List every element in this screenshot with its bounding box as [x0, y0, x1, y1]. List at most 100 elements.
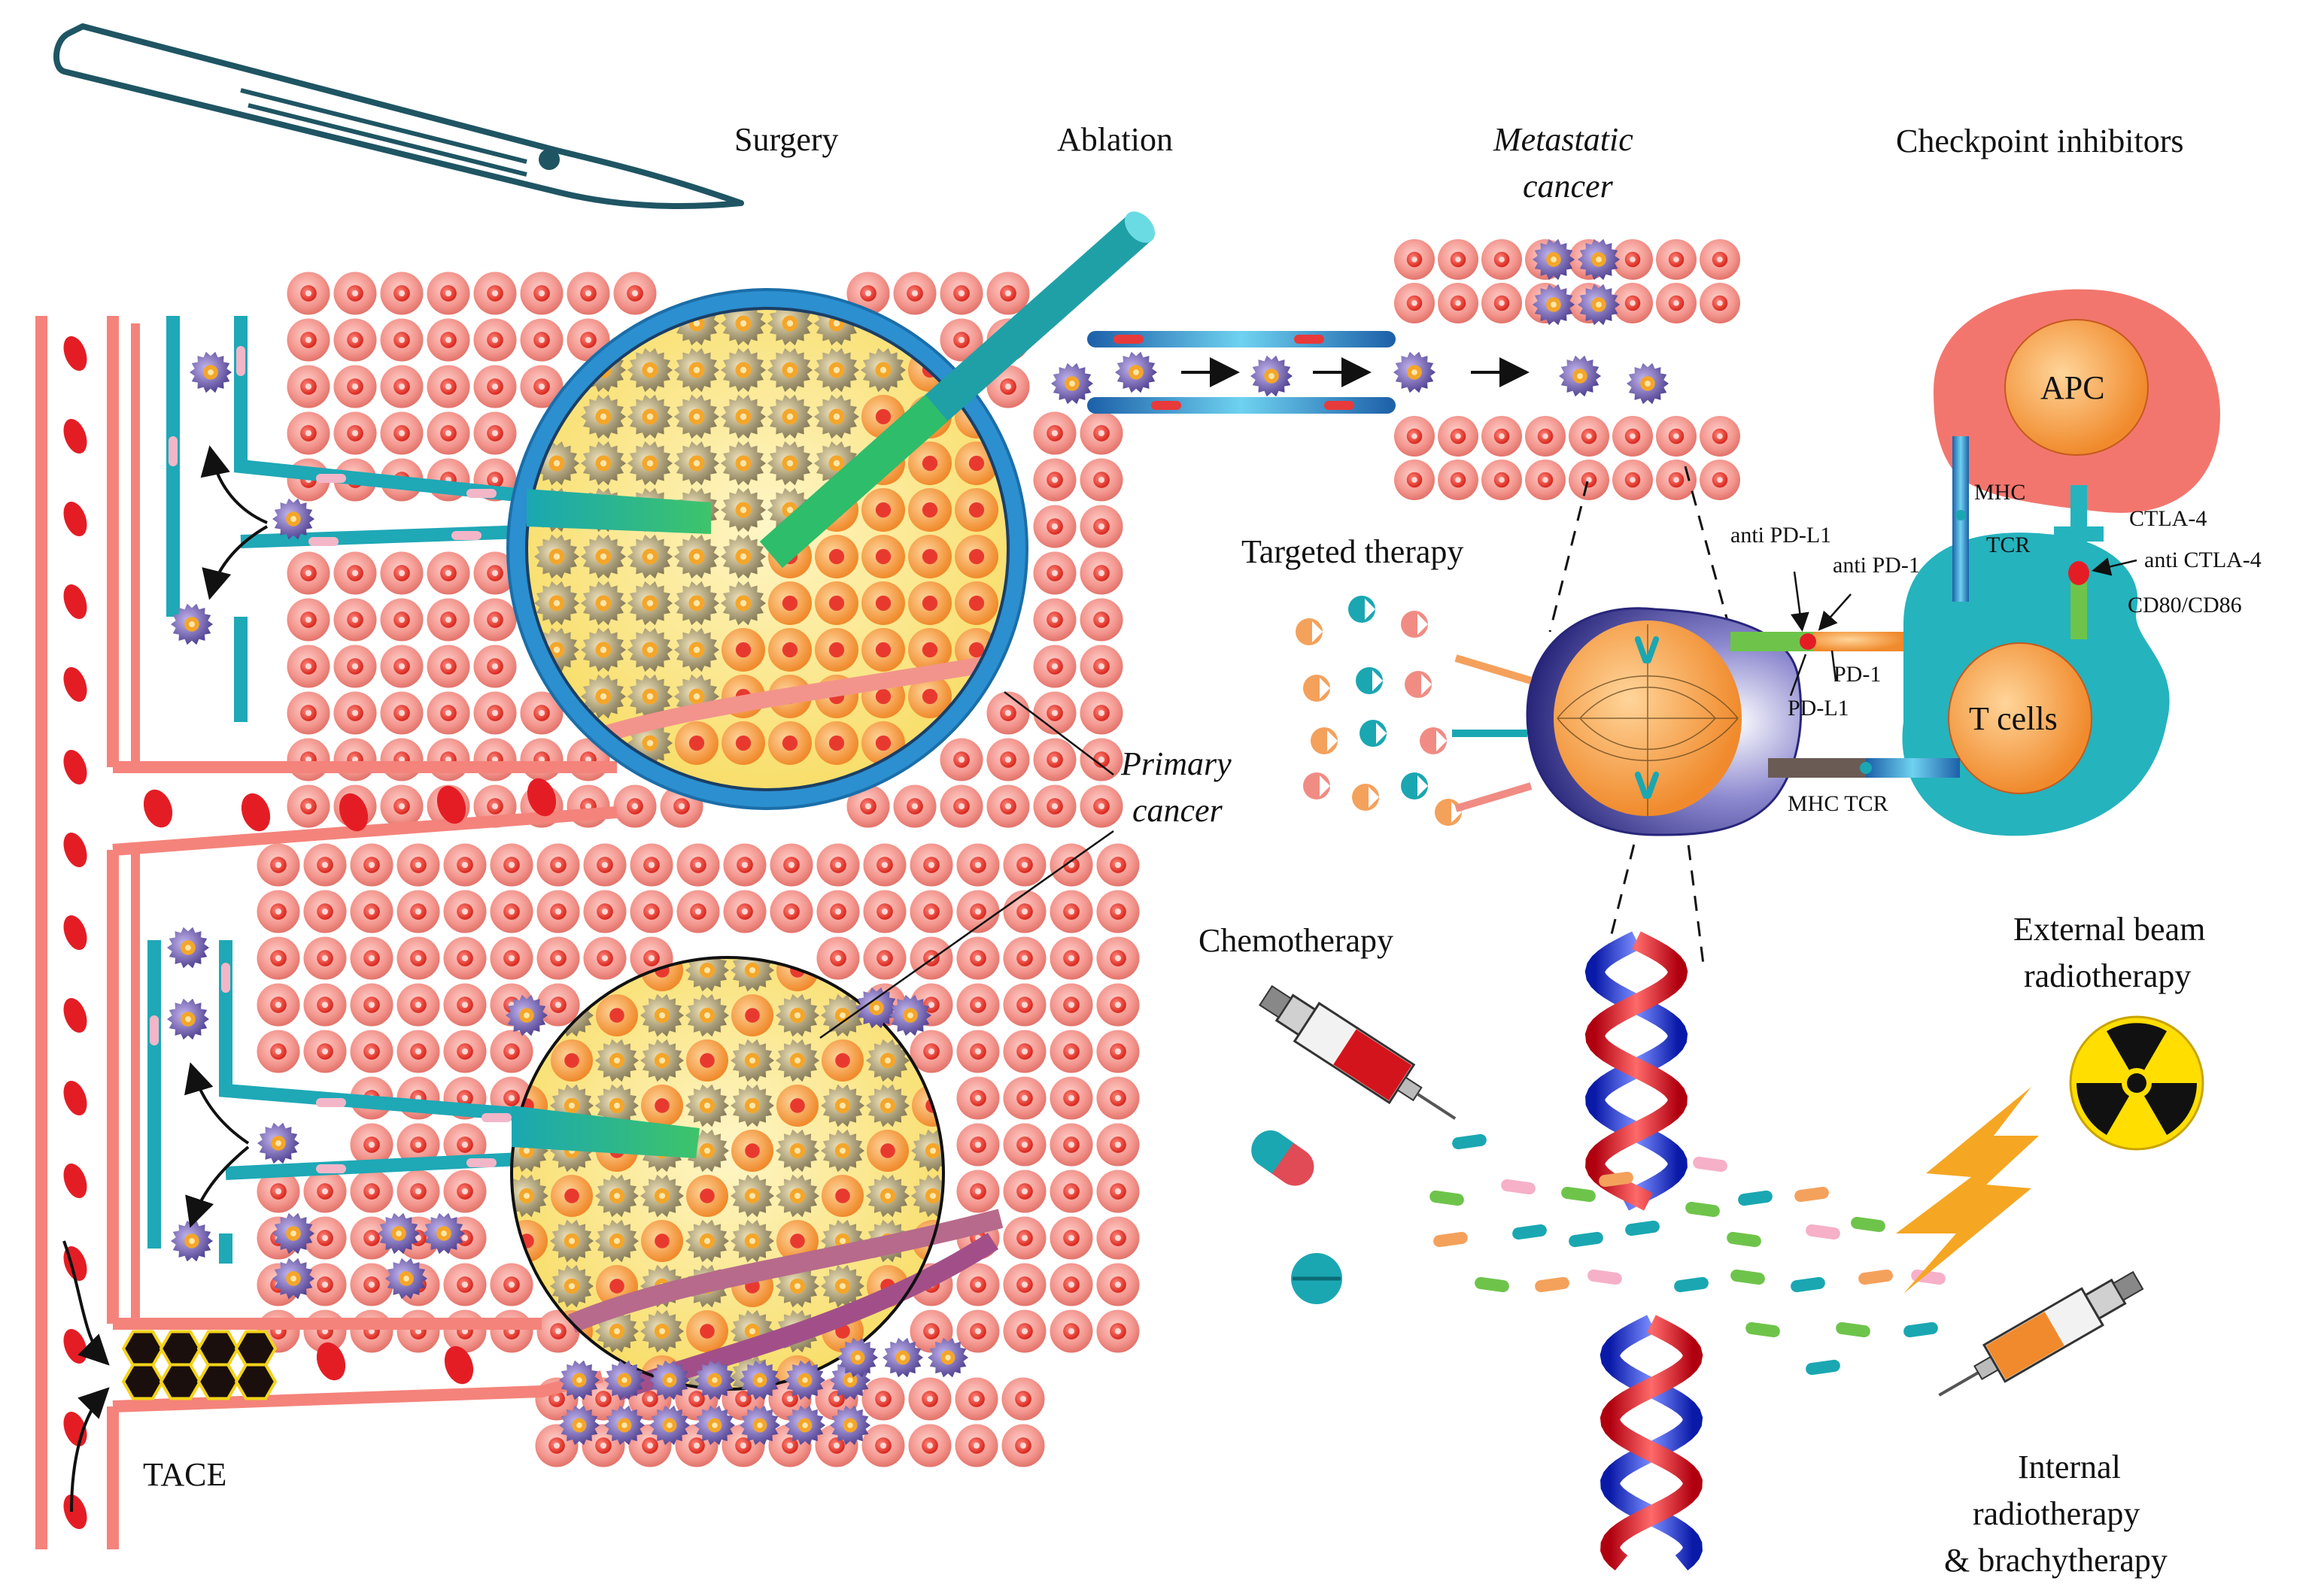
tumor-cell-orange: [686, 1039, 728, 1082]
tumor-cell-gray: [861, 347, 906, 393]
tumor-cell-gray: [581, 441, 626, 486]
circulating-cell: [190, 351, 232, 393]
normal-cell: [333, 691, 377, 735]
invading-cell: [604, 1360, 645, 1400]
normal-cell: [986, 738, 1030, 781]
normal-cell: [1033, 411, 1077, 455]
tumor-cell-orange: [908, 675, 952, 718]
normal-cell: [443, 1030, 487, 1073]
tumor-cell-orange: [675, 721, 719, 765]
red-blood-cell: [444, 1346, 474, 1385]
tumor-cell-gray: [814, 347, 859, 393]
normal-cell: [956, 890, 1000, 933]
normal-cell: [630, 890, 673, 933]
tumor-vessel: [569, 654, 1002, 753]
normal-cell: [1050, 1076, 1093, 1120]
tumor-cell-gray: [911, 1174, 943, 1218]
normal-cell: [1656, 239, 1697, 280]
tumor-cell-orange: [955, 581, 998, 625]
normal-cell: [287, 784, 330, 828]
dna-strand-blue: [1600, 1315, 1703, 1571]
label-chemotherapy: Chemotherapy: [1199, 922, 1394, 959]
normal-cell: [396, 936, 440, 980]
normal-cell: [1700, 416, 1740, 457]
tumor-cell-gray: [776, 1129, 819, 1173]
normal-cell: [303, 843, 347, 887]
tumor-cell-orange: [861, 488, 905, 532]
primary-cancer-pointers: [819, 691, 1114, 1039]
label-tcells: T cells: [1969, 700, 2058, 737]
normal-cell: [380, 738, 424, 781]
normal-cell: [490, 1263, 533, 1306]
tumor-cell-gray: [581, 674, 626, 719]
normal-cell: [1050, 936, 1093, 980]
normal-cell: [1656, 416, 1697, 457]
normal-cell: [940, 272, 983, 315]
tumor-cell-orange: [596, 994, 638, 1036]
normal-cell: [1050, 843, 1093, 887]
normal-cell: [443, 983, 487, 1027]
tumor-cell-gray: [674, 534, 719, 579]
drug-fragment: [1693, 1156, 1727, 1173]
red-blood-cell: [63, 749, 87, 785]
label-pd1: PD-1: [1833, 662, 1882, 687]
normal-cell: [303, 890, 347, 933]
normal-cell: [287, 272, 330, 315]
normal-cell: [380, 691, 424, 735]
label-mhc-top: MHC: [1974, 480, 2026, 505]
normal-cell: [396, 1123, 440, 1167]
normal-cell: [893, 272, 937, 315]
normal-cell: [333, 318, 377, 362]
normal-cell: [380, 411, 424, 455]
tumor-cell-gray: [721, 394, 766, 439]
normal-cell: [956, 1170, 1000, 1213]
normal-cell: [1481, 460, 1522, 500]
tumor-cell-gray: [674, 394, 719, 439]
normal-cell: [333, 272, 377, 315]
normal-cell: [1438, 460, 1478, 500]
normal-cell: [1050, 890, 1093, 933]
blood-vessels: [35, 316, 737, 1549]
red-blood-cell: [63, 335, 87, 372]
label-internal-1: Internal: [2018, 1449, 2121, 1485]
label-anti-ctla4: anti CTLA-4: [2144, 548, 2262, 572]
normal-cell: [380, 598, 424, 642]
normal-cell: [1003, 1309, 1047, 1353]
ablation-probe-icon: [760, 211, 1155, 568]
antibody: [1420, 727, 1447, 754]
tumor-cell-orange: [861, 535, 905, 578]
normal-cell: [1003, 936, 1047, 980]
tumor-cell-gray: [731, 1084, 774, 1127]
invading-cell: [740, 1405, 780, 1446]
antibody: [1311, 727, 1338, 754]
normal-cell: [350, 1123, 393, 1167]
normal-cell: [303, 1216, 347, 1260]
tumor-cell-gray: [721, 487, 766, 533]
normal-cell: [473, 598, 517, 642]
normal-cell: [303, 1170, 347, 1213]
label-anti-pd1: anti PD-1: [1833, 553, 1920, 578]
normal-cell: [490, 843, 533, 887]
drug-fragment: [1794, 1186, 1829, 1203]
normal-cell: [1096, 843, 1140, 887]
tumor-cell-gray: [866, 1174, 910, 1218]
normal-cell: [1080, 598, 1123, 642]
normal-cell: [1080, 738, 1123, 781]
normal-cell: [956, 1076, 1000, 1120]
normal-cell: [1481, 283, 1522, 323]
tace-arrows: [62, 1240, 110, 1513]
tumor-cell-orange: [776, 1085, 819, 1127]
normal-cell: [473, 411, 517, 455]
normal-cell: [1569, 460, 1609, 500]
chromosomes: [1634, 636, 1660, 800]
circulating-cell: [167, 998, 209, 1040]
red-blood-cell: [63, 666, 87, 702]
tumor-cell-gray: [731, 1174, 774, 1218]
tumor-cell-gray: [550, 1219, 594, 1263]
normal-cell: [380, 551, 424, 595]
label-internal-3: & brachytherapy: [1944, 1542, 2168, 1579]
drug-fragment: [1727, 1231, 1761, 1248]
normal-cell: [427, 365, 470, 408]
label-checkpoint: Checkpoint inhibitors: [1896, 123, 2184, 159]
